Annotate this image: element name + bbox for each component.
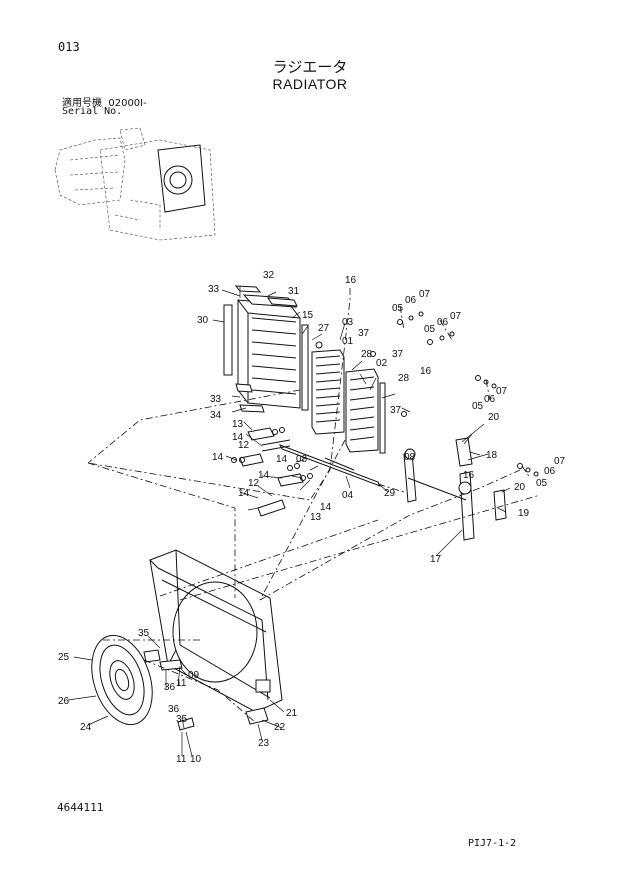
callout-14: 14 [212, 452, 224, 463]
callout-33: 33 [210, 394, 222, 405]
callout-05: 05 [536, 478, 548, 489]
callout-07: 07 [554, 456, 566, 467]
callout-04: 04 [342, 490, 354, 501]
callout-37: 37 [390, 405, 402, 416]
serial-label-jp-text: 適用号機 [62, 98, 102, 109]
callout-12: 12 [248, 478, 260, 489]
callout-07: 07 [496, 386, 508, 397]
callout-14: 14 [238, 488, 250, 499]
callout-35: 35 [138, 628, 150, 639]
callout-36: 36 [164, 682, 176, 693]
callout-31: 31 [288, 286, 300, 297]
callout-07: 07 [450, 311, 462, 322]
callout-18: 18 [486, 450, 498, 461]
side-brackets [403, 437, 507, 541]
callout-06: 06 [544, 466, 556, 477]
callout-02: 02 [376, 358, 388, 369]
callout-22: 22 [274, 722, 286, 733]
oil-cooler [311, 341, 345, 435]
callout-32: 32 [263, 270, 275, 281]
callout-27: 27 [318, 323, 330, 334]
fan-guard [91, 634, 153, 726]
callout-14: 14 [276, 454, 288, 465]
callout-12: 12 [238, 440, 250, 451]
callout-08: 08 [404, 452, 416, 463]
callout-13: 13 [232, 419, 244, 430]
callout-20: 20 [514, 482, 526, 493]
callout-06: 06 [437, 317, 449, 328]
callout-03: 03 [342, 317, 354, 328]
callout-14: 14 [258, 470, 270, 481]
callout-19: 19 [518, 508, 530, 519]
callout-14: 14 [320, 502, 332, 513]
callout-05: 05 [424, 324, 436, 335]
intercooler [345, 368, 386, 454]
callout-16: 16 [463, 470, 475, 481]
callout-24: 24 [80, 722, 92, 733]
callout-06: 06 [484, 394, 496, 405]
callout-34: 34 [210, 410, 222, 421]
callout-25: 25 [58, 652, 70, 663]
callout-16: 16 [420, 366, 432, 377]
callout-20: 20 [488, 412, 500, 423]
callout-16: 16 [345, 275, 357, 286]
callout-29: 29 [384, 488, 396, 499]
callout-08: 08 [296, 454, 308, 465]
callout-21: 21 [286, 708, 298, 719]
serial-value: 02000I- [108, 98, 147, 109]
callout-labels: 32 33 31 16 30 15 27 03 01 37 05 06 07 0… [58, 270, 566, 765]
leader-lines [67, 286, 511, 757]
page-title-english: RADIATOR [272, 76, 348, 92]
assembly-guide-lines [87, 288, 541, 723]
callout-26: 26 [58, 696, 70, 707]
callout-01: 01 [342, 336, 354, 347]
callout-15: 15 [302, 310, 314, 321]
callout-05: 05 [472, 401, 484, 412]
callout-36: 36 [168, 704, 180, 715]
radiator-core [223, 285, 309, 413]
page-number: 013 [58, 40, 80, 54]
serial-label-english: Serial No. [62, 106, 123, 117]
callout-06: 06 [405, 295, 417, 306]
callout-07: 07 [419, 289, 431, 300]
callout-35: 35 [176, 714, 188, 725]
callout-37: 37 [392, 349, 404, 360]
callout-17: 17 [430, 554, 442, 565]
callout-33: 33 [208, 284, 220, 295]
callout-14: 14 [232, 432, 244, 443]
callout-30: 30 [197, 315, 209, 326]
callout-09: 09 [188, 670, 200, 681]
document-code: 4644111 [57, 801, 104, 814]
callout-11: 11 [176, 678, 187, 689]
serial-label-japanese: 適用号機 02000I- [62, 94, 147, 109]
callout-28: 28 [361, 349, 373, 360]
callout-13: 13 [310, 512, 322, 523]
page-reference: PIJ7-1-2 [468, 838, 517, 849]
callout-28: 28 [398, 373, 410, 384]
machine-locator-thumbnail [54, 127, 216, 241]
callout-23: 23 [258, 738, 270, 749]
page-title-japanese: ラジエータ [272, 58, 348, 76]
radiator-frame [149, 549, 283, 713]
callout-11: 11 [176, 754, 187, 765]
callout-10: 10 [190, 754, 202, 765]
bolts [370, 311, 539, 477]
callout-37: 37 [358, 328, 370, 339]
callout-05: 05 [392, 303, 404, 314]
